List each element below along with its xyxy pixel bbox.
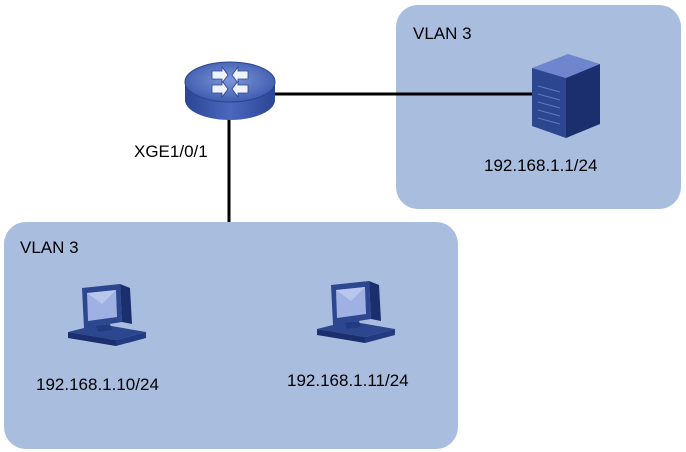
pc-icon (317, 281, 395, 343)
server-icon (532, 54, 600, 138)
layer3-switch-icon (184, 61, 276, 120)
host-1-ip-label: 192.168.1.10/24 (36, 375, 159, 394)
pc-icon (68, 284, 146, 346)
vlan-label-top: VLAN 3 (413, 24, 472, 43)
switch-port-label: XGE1/0/1 (134, 142, 208, 161)
server-ip-label: 192.168.1.1/24 (484, 156, 598, 175)
vlan-label-bottom: VLAN 3 (20, 238, 79, 257)
host-2-ip-label: 192.168.1.11/24 (287, 371, 409, 390)
